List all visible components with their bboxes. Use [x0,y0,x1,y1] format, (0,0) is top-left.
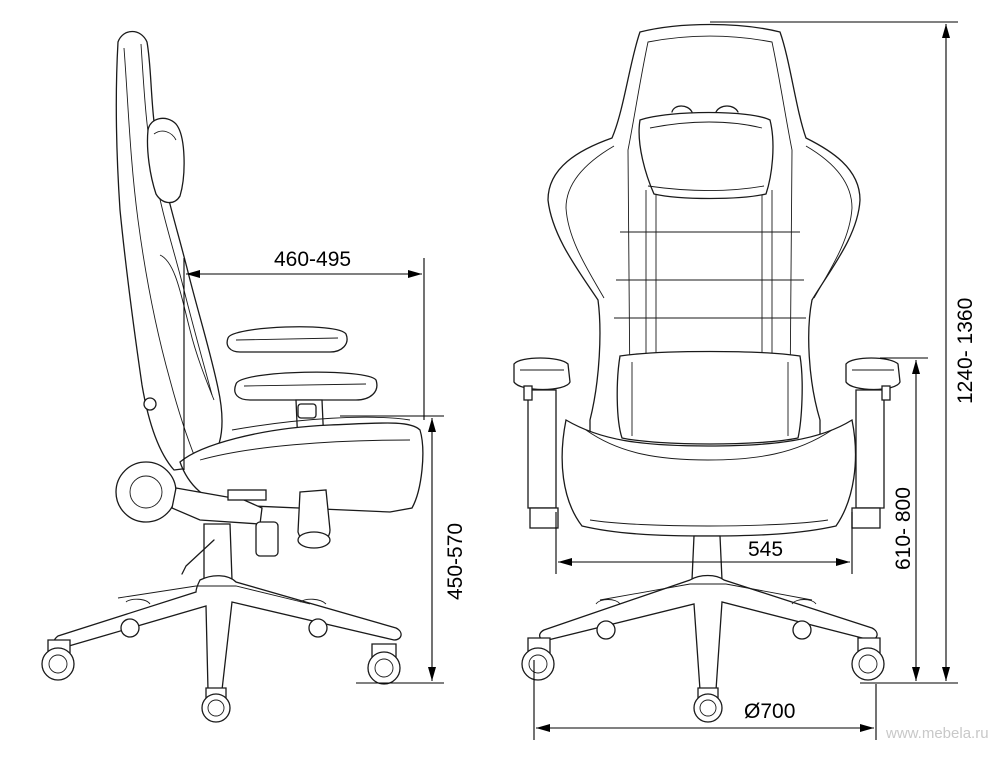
armrest-height-label: 610- 800 [892,487,915,570]
seat-depth-label: 460-495 [274,248,351,271]
front-backrest [547,23,861,461]
side-five-star-base [53,575,402,691]
dimension-armrest-height: 610- 800 [880,357,928,684]
front-armrest-left [513,357,571,529]
side-caster-back-left [120,618,140,638]
overall-height-label: 1240- 1360 [954,298,977,404]
watermark: www.mebela.ru [885,725,989,742]
side-gas-lift [203,523,233,581]
side-headrest-pillow [146,117,185,204]
side-view-chair [41,30,424,723]
front-five-star-base [539,574,878,691]
dimension-base-diameter: Ø700 [533,660,877,740]
seat-height-label: 450-570 [444,523,467,600]
front-armrest-right [845,357,901,529]
front-gas-lift [691,535,723,581]
dimension-overall-height: 1240- 1360 [710,21,977,684]
dimension-seat-height: 450-570 [340,415,467,684]
front-view-chair [513,23,901,723]
side-caster-front [201,687,231,723]
side-caster-left [41,639,75,681]
front-caster-left [521,637,555,681]
side-armrest-lower [234,371,378,401]
front-caster-right [851,637,885,681]
seat-width-label: 545 [748,538,783,561]
side-mechanism-knob [115,461,177,523]
side-caster-back-right [308,618,328,638]
front-caster-back-right [792,620,812,640]
dimension-seat-width: 545 [555,512,853,574]
front-caster-center [693,687,723,723]
side-caster-right [367,643,401,685]
front-seat [561,418,857,537]
front-headrest-pillow [638,111,774,200]
front-lumbar-pillow [616,350,803,445]
side-backrest [115,30,223,471]
front-caster-back-left [596,620,616,640]
dimension-seat-depth: 460-495 [183,248,425,470]
base-diameter-label: Ø700 [744,700,795,723]
